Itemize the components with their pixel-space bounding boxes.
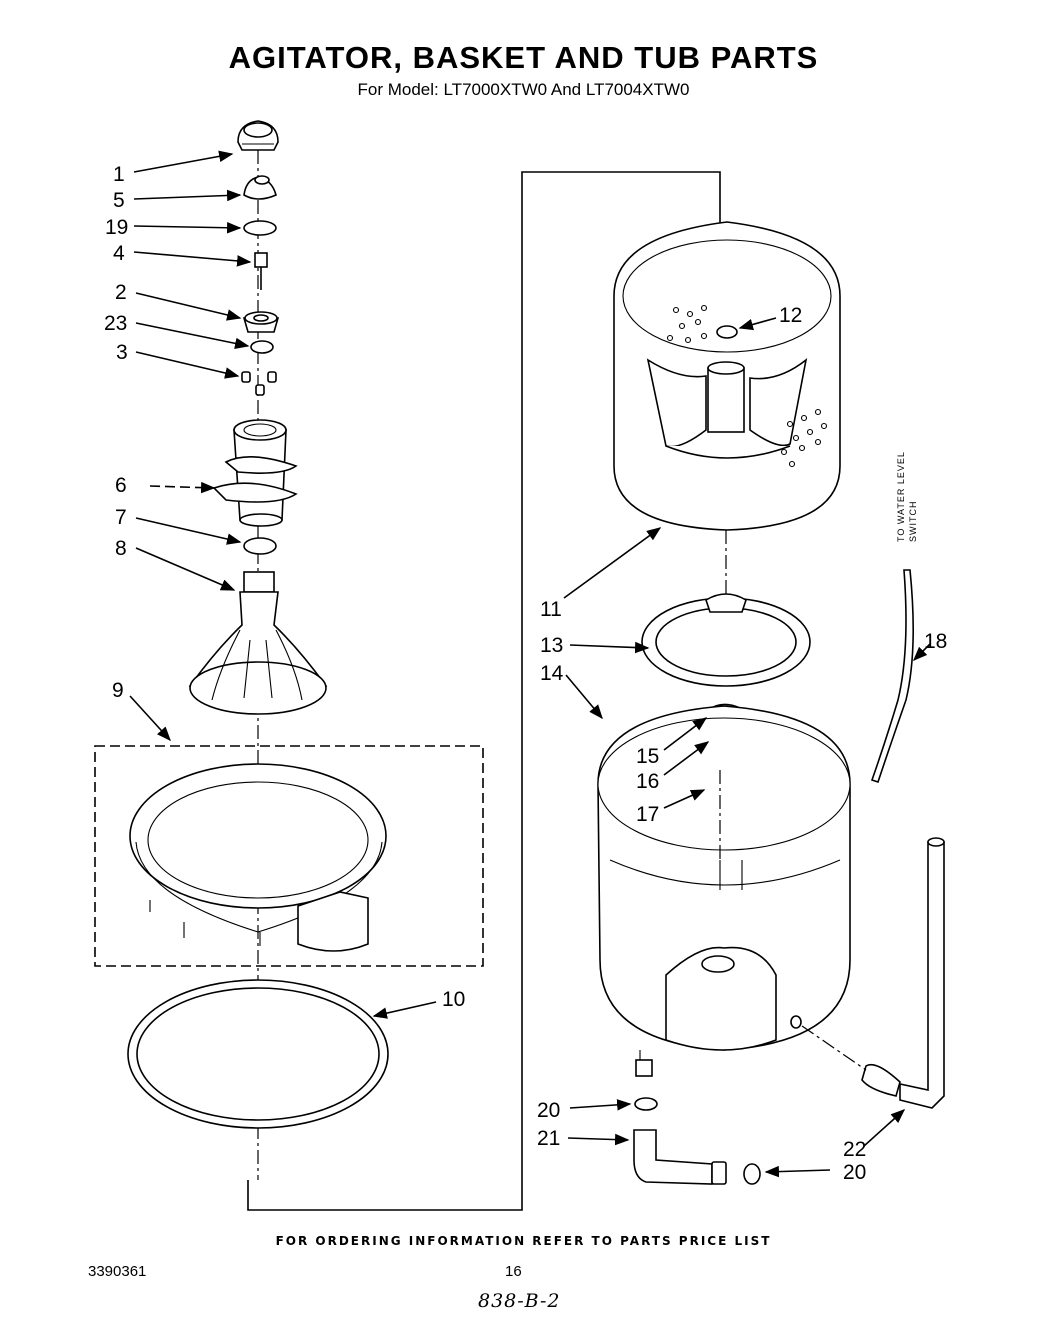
callout-2: 2 <box>115 281 127 304</box>
side-label-line-1: TO WATER LEVEL <box>896 451 906 542</box>
part-18-pressure-hose <box>870 569 914 784</box>
callout-23: 23 <box>104 312 127 335</box>
part-13-basket-clamp <box>641 593 811 687</box>
callout-18: 18 <box>924 630 947 653</box>
water-level-switch-label: TO WATER LEVEL SWITCH <box>896 451 918 542</box>
basket-holes-right <box>780 408 828 468</box>
callout-21: 21 <box>537 1127 560 1150</box>
document-number: 3390361 <box>88 1263 147 1280</box>
callout-11: 11 <box>540 598 562 621</box>
part-8-agitator-base <box>188 571 328 715</box>
basket-holes-left <box>666 304 708 344</box>
part-2-dog <box>242 311 280 333</box>
agitator-assembly <box>94 120 721 1211</box>
part-19-o-ring <box>243 220 277 236</box>
callout-4: 4 <box>113 242 125 265</box>
model-subtitle: For Model: LT7000XTW0 And LT7004XTW0 <box>357 80 690 99</box>
part-20-clamp-lower <box>743 1163 761 1185</box>
part-20-clamp-upper <box>634 1097 658 1111</box>
callout-labels: 1 5 19 4 2 23 3 6 7 8 9 10 11 12 13 14 1… <box>104 163 947 1184</box>
part-11-basket <box>613 221 841 531</box>
part-9-kit-boundary <box>94 745 484 967</box>
part-9-basket-drive-housing <box>129 763 387 952</box>
callout-6: 6 <box>115 474 127 497</box>
callout-15: 15 <box>636 745 659 768</box>
handwritten-note: 838-B-2 <box>478 1290 561 1312</box>
callout-8: 8 <box>115 537 127 560</box>
page-title: AGITATOR, BASKET AND TUB PARTS <box>228 40 819 75</box>
part-7-seal <box>243 537 277 555</box>
callout-5: 5 <box>113 189 125 212</box>
part-5-cam <box>243 175 277 200</box>
callout-10: 10 <box>442 988 465 1011</box>
callout-3: 3 <box>116 341 128 364</box>
part-22-drain-tube <box>801 837 945 1109</box>
part-1-agitator-cap <box>237 120 279 151</box>
callout-14: 14 <box>540 662 564 685</box>
basket-assembly <box>597 221 945 1185</box>
page-number: 16 <box>505 1263 522 1280</box>
callout-13: 13 <box>540 634 563 657</box>
part-23-washer <box>250 340 274 354</box>
callout-20-lower: 20 <box>843 1161 866 1184</box>
callout-7: 7 <box>115 506 127 529</box>
leader-lines <box>129 150 931 1178</box>
callout-12: 12 <box>779 304 802 327</box>
part-21-drain-hose <box>633 1129 713 1185</box>
ordering-info-note: FOR ORDERING INFORMATION REFER TO PARTS … <box>275 1234 772 1248</box>
callout-19: 19 <box>105 216 128 239</box>
callout-1: 1 <box>113 163 125 186</box>
side-label-line-2: SWITCH <box>908 501 918 543</box>
part-10-belt-band <box>127 979 389 1129</box>
part-14-tub <box>597 705 851 1077</box>
callout-16: 16 <box>636 770 659 793</box>
callout-17: 17 <box>636 803 659 826</box>
part-3-dogs <box>241 371 277 396</box>
part-6-agitator-auger <box>212 419 298 527</box>
part-4-bolt <box>254 252 268 290</box>
callout-22: 22 <box>843 1138 866 1161</box>
callout-9: 9 <box>112 679 124 702</box>
callout-20-upper: 20 <box>537 1099 560 1122</box>
